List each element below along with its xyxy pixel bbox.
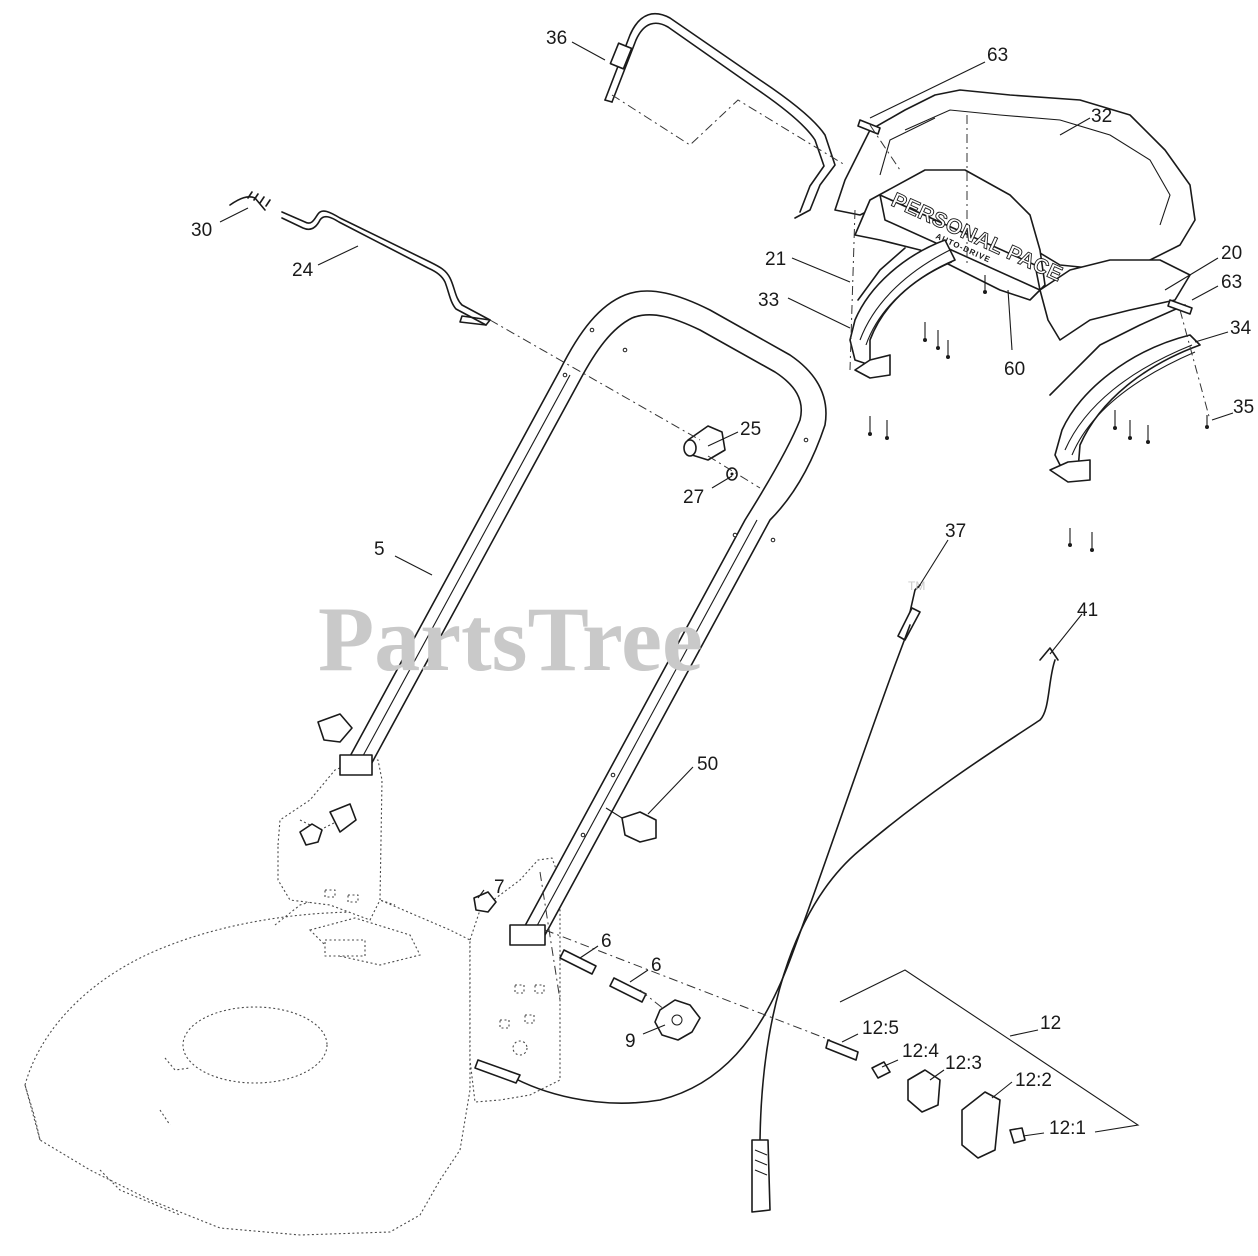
callout-24: 24 bbox=[292, 260, 314, 281]
callout-25: 25 bbox=[740, 419, 761, 440]
callout-5: 5 bbox=[374, 539, 385, 560]
callout-35: 35 bbox=[1233, 397, 1254, 418]
callout-34: 34 bbox=[1230, 318, 1252, 339]
callout-7: 7 bbox=[494, 877, 505, 898]
callout-12-4: 12:4 bbox=[902, 1041, 939, 1062]
callout-9: 9 bbox=[625, 1031, 636, 1052]
bushing-25 bbox=[683, 425, 726, 461]
callout-36: 36 bbox=[546, 28, 567, 49]
spring-30 bbox=[229, 191, 271, 211]
cable-41 bbox=[751, 647, 1059, 1213]
callout-50: 50 bbox=[697, 754, 718, 775]
handle-tube bbox=[339, 290, 827, 946]
callout-6-upper: 6 bbox=[601, 931, 612, 952]
pins-63 bbox=[857, 119, 1193, 315]
rod-24 bbox=[281, 210, 491, 326]
pins-6 bbox=[559, 949, 647, 1003]
callout-20: 20 bbox=[1221, 243, 1242, 264]
left-handle-bracket bbox=[277, 713, 383, 921]
callout-12-3: 12:3 bbox=[945, 1053, 982, 1074]
callout-12: 12 bbox=[1040, 1013, 1061, 1034]
nut-7-shape bbox=[473, 891, 497, 913]
callout-33: 33 bbox=[758, 290, 779, 311]
knob-9 bbox=[654, 999, 701, 1041]
right-handle-shield bbox=[1049, 304, 1201, 483]
callout-12-5: 12:5 bbox=[862, 1018, 899, 1039]
callout-32: 32 bbox=[1091, 106, 1112, 127]
callout-63-right: 63 bbox=[1221, 272, 1242, 293]
callout-6-lower: 6 bbox=[651, 955, 662, 976]
callout-12-1: 12:1 bbox=[1049, 1118, 1086, 1139]
center-lines bbox=[489, 94, 1211, 1041]
callout-labels: 36 63 32 30 24 21 20 63 33 34 60 35 25 2… bbox=[191, 28, 1254, 1139]
callout-63-top: 63 bbox=[987, 45, 1008, 66]
callout-30: 30 bbox=[191, 220, 212, 241]
watermark: PartsTree bbox=[318, 588, 703, 690]
callout-37: 37 bbox=[945, 521, 966, 542]
callout-21: 21 bbox=[765, 249, 786, 270]
control-bar bbox=[604, 12, 836, 219]
badge-plate bbox=[879, 194, 1041, 291]
cable-37 bbox=[474, 584, 921, 1104]
leader-lines bbox=[219, 41, 1234, 1137]
mower-deck bbox=[24, 889, 471, 1236]
left-handle-shield bbox=[849, 239, 956, 379]
callout-41: 41 bbox=[1077, 600, 1098, 621]
callout-12-2: 12:2 bbox=[1015, 1070, 1052, 1091]
callout-60: 60 bbox=[1004, 359, 1025, 380]
callout-27: 27 bbox=[683, 487, 704, 508]
switch-50 bbox=[605, 807, 657, 843]
screws bbox=[868, 275, 1209, 552]
